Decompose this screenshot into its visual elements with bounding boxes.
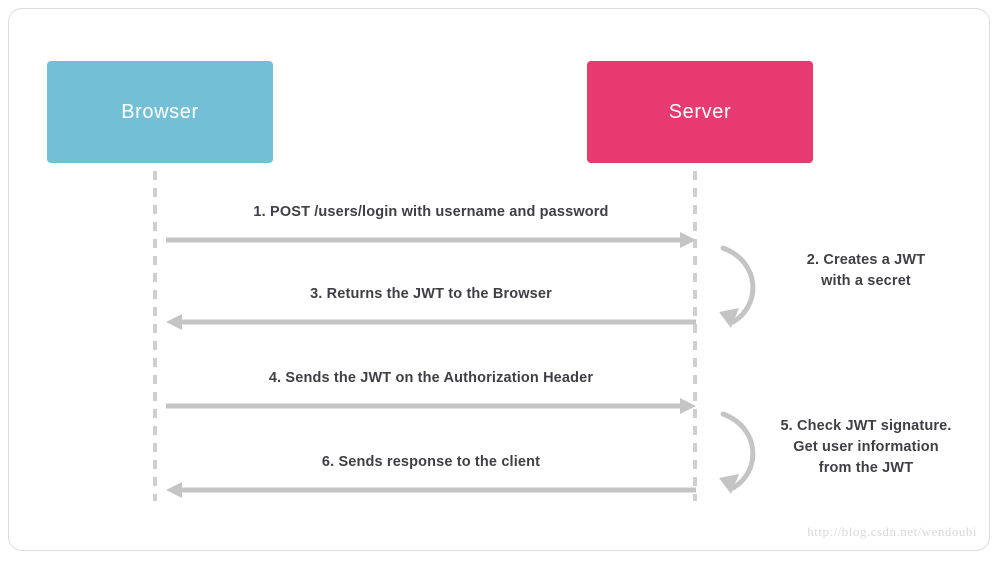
message-3-label: 3. Returns the JWT to the Browser [310,286,552,302]
message-4-label: 4. Sends the JWT on the Authorization He… [268,370,594,386]
self-call-5-line-1: 5. Check JWT signature. [780,418,952,434]
arrow-left-icon [166,314,696,330]
actor-box-browser: Browser [47,61,273,163]
self-call-5-line-3: from the JWT [818,460,914,476]
message-6-label: 6. Sends response to the client [321,454,541,470]
self-call-2-line-1: 2. Creates a JWT [806,252,926,268]
self-call-5: 5. Check JWT signature. Get user informa… [715,408,965,500]
self-call-2: 2. Creates a JWT with a secret [715,242,965,334]
arrow-left-icon [166,482,696,498]
actor-label-browser: Browser [121,100,199,123]
lifeline-browser [153,171,157,501]
message-6: 6. Sends response to the client [166,454,696,500]
arrow-right-icon [166,398,696,414]
arrow-right-icon [166,232,696,248]
self-call-5-text: 5. Check JWT signature. Get user informa… [767,416,965,479]
watermark: http://blog.csdn.net/wendoubi [807,524,977,539]
message-1: 1. POST /users/login with username and p… [166,204,696,250]
self-loop-arrow-icon [719,411,756,494]
message-3: 3. Returns the JWT to the Browser [166,286,696,332]
diagram-canvas: Browser Server 1. POST /users/login with… [8,8,990,551]
lifeline-server [693,171,697,501]
message-1-label: 1. POST /users/login with username and p… [253,204,609,220]
actor-box-server: Server [587,61,813,163]
self-loop-arrow-icon [719,245,756,328]
self-call-2-text: 2. Creates a JWT with a secret [767,250,965,292]
self-call-5-line-2: Get user information [793,439,939,455]
message-4: 4. Sends the JWT on the Authorization He… [166,370,696,416]
actor-label-server: Server [668,100,732,123]
self-call-2-line-2: with a secret [821,273,911,289]
